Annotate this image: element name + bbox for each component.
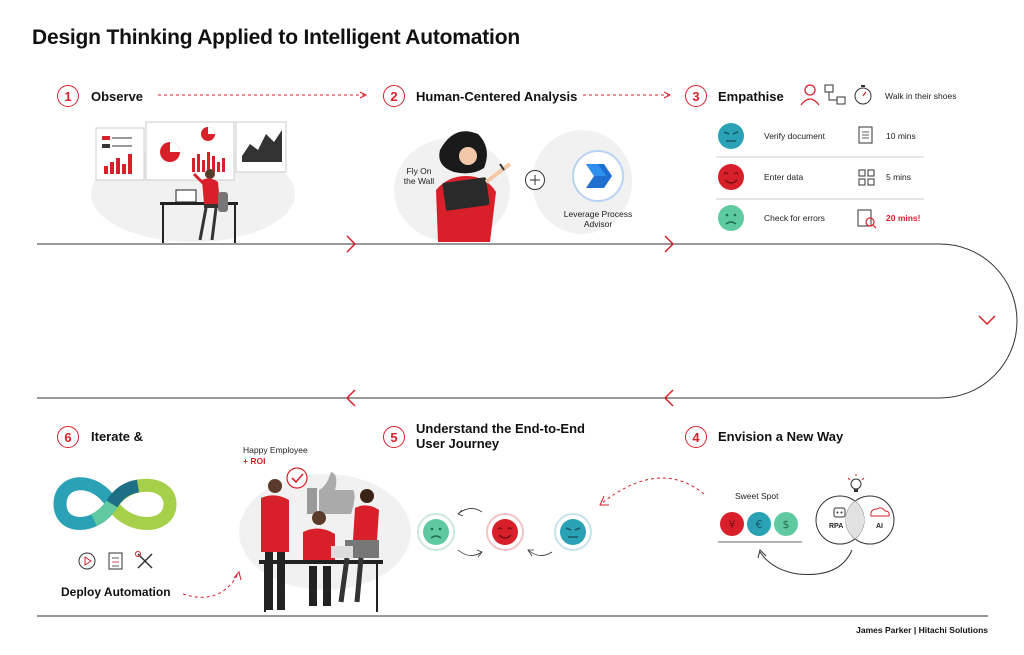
step-4-number: 4	[685, 426, 707, 448]
task-check-errors: Check for errors	[764, 213, 825, 223]
the-wall-label: the Wall	[403, 176, 435, 186]
flowchart-icon	[824, 84, 846, 105]
step-2-title: Human-Centered Analysis	[416, 89, 578, 104]
task-icons	[857, 126, 877, 229]
row-dividers	[716, 156, 924, 200]
chevron-left-icon	[345, 389, 356, 407]
page-title: Design Thinking Applied to Intelligent A…	[32, 26, 520, 49]
svg-text:¥: ¥	[729, 518, 736, 531]
sweet-spot-label: Sweet Spot	[735, 491, 779, 501]
happy-employee-label: Happy Employee	[243, 445, 308, 455]
step-1-number: 1	[57, 85, 79, 107]
step-6-number: 6	[57, 426, 79, 448]
task-verify-document: Verify document	[764, 131, 825, 141]
svg-text:€: €	[756, 518, 763, 531]
process-advisor-label: Advisor	[583, 219, 613, 229]
document-icon	[858, 126, 873, 144]
step-6-title: Iterate &	[91, 429, 144, 444]
step-5-title-line2: User Journey	[416, 436, 500, 451]
checklist-icon	[108, 552, 123, 570]
svg-text:$: $	[783, 518, 790, 531]
empathise-icons	[800, 84, 872, 106]
deploy-automation-label: Deploy Automation	[61, 585, 171, 599]
step-5-number: 5	[383, 426, 405, 448]
time-check: 20 mins!	[886, 213, 921, 223]
walk-in-shoes-label: Walk in their shoes	[885, 91, 957, 101]
user-icon	[800, 84, 820, 106]
sad-face-icon	[718, 205, 744, 231]
step-4-title: Envision a New Way	[718, 429, 844, 444]
rpa-label: RPA	[829, 523, 844, 530]
step-3-number: 3	[685, 85, 707, 107]
neutral-face-icon	[718, 123, 744, 149]
step-1-title: Observe	[91, 89, 144, 104]
neutral-face-icon	[554, 513, 592, 551]
coin-icon: $	[774, 512, 798, 536]
chevron-right-icon	[346, 235, 357, 253]
grid-icon	[858, 169, 875, 186]
team-illustration	[239, 467, 411, 612]
step-3-title: Empathise	[718, 89, 784, 104]
step-2-number: 2	[383, 85, 405, 107]
check-icon	[286, 467, 308, 489]
mood-faces	[718, 123, 744, 231]
robot-icon	[833, 507, 846, 518]
iterate-illustration	[53, 477, 177, 570]
ai-label: AI	[876, 523, 883, 530]
happy-face-icon	[718, 164, 744, 190]
credit-footer: James Parker | Hitachi Solutions	[856, 625, 988, 635]
chevron-left-icon	[663, 389, 674, 407]
analysis-illustration	[394, 130, 632, 242]
chevron-right-icon	[664, 235, 675, 253]
search-document-icon	[857, 209, 877, 229]
tools-icon	[135, 551, 153, 569]
envision-illustration: ¥ € $	[718, 474, 895, 575]
leverage-label: Leverage Process	[563, 209, 633, 219]
time-verify: 10 mins	[886, 131, 916, 141]
task-enter-data: Enter data	[764, 172, 804, 182]
step-5-title-line1: Understand the End-to-End	[416, 421, 585, 436]
coin-icon: ¥	[720, 512, 744, 536]
coin-icon: €	[747, 512, 771, 536]
observe-illustration	[91, 121, 295, 243]
journey-illustration	[417, 508, 592, 558]
fly-on-label: Fly On	[406, 166, 432, 176]
stopwatch-icon	[854, 85, 872, 105]
replay-icon	[78, 552, 96, 570]
roi-label: + ROI	[243, 456, 266, 466]
infinity-icon	[53, 477, 177, 530]
time-enter: 5 mins	[886, 172, 912, 182]
sad-face-icon	[417, 513, 455, 551]
lightbulb-icon	[847, 474, 865, 492]
thumbs-up-icon	[307, 472, 355, 514]
happy-face-icon	[486, 513, 524, 551]
chevron-down-icon	[978, 315, 996, 326]
cloud-ai-icon	[870, 507, 890, 517]
